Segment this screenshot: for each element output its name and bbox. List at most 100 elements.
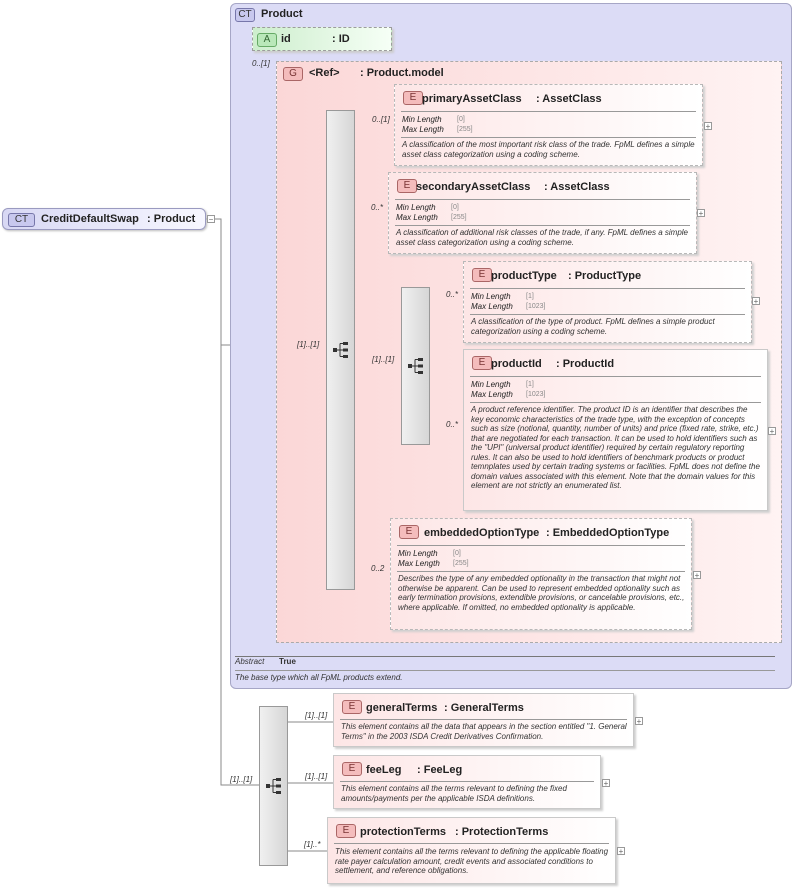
element-type: : ProtectionTerms	[455, 826, 549, 838]
element-productId[interactable]: E productId : ProductId Min Length[1] Ma…	[463, 349, 768, 511]
divider	[401, 137, 696, 138]
element-doc: A product reference identifier. The prod…	[471, 405, 760, 490]
productType-cardinality: 0..*	[446, 290, 459, 299]
group-ref: <Ref>	[309, 67, 340, 79]
divider	[395, 225, 690, 226]
element-protectionTerms[interactable]: E protectionTerms : ProtectionTerms This…	[327, 817, 616, 884]
element-secondaryAssetClass[interactable]: E secondaryAssetClass : AssetClass Min L…	[388, 172, 697, 254]
divider	[395, 199, 690, 200]
expand-generalTerms-icon[interactable]: +	[635, 717, 643, 726]
element-badge-icon: E	[342, 762, 362, 776]
divider	[334, 843, 609, 844]
group-sequence-cardinality: [1]..[1]	[297, 340, 320, 349]
complex-type-name: Product	[261, 8, 303, 20]
attribute-id[interactable]: A id : ID	[252, 27, 392, 51]
element-type: : ProductType	[568, 270, 642, 282]
element-doc: This element contains all the data that …	[341, 722, 627, 741]
outer-sequence-cardinality: [1]..[1]	[230, 775, 253, 784]
group-cardinality: 0..[1]	[252, 59, 270, 68]
element-badge-icon: E	[399, 525, 419, 539]
element-doc: This element contains all the terms rele…	[335, 847, 609, 875]
element-name: primaryAssetClass	[422, 93, 522, 105]
feeLeg-cardinality: [1]..[1]	[305, 772, 328, 781]
element-name: secondaryAssetClass	[416, 181, 531, 193]
element-type: : GeneralTerms	[444, 702, 524, 714]
root-node[interactable]: CT CreditDefaultSwap : Product	[2, 208, 206, 230]
protectionTerms-cardinality: [1]..*	[304, 840, 321, 849]
attribute-badge-icon: A	[257, 33, 277, 47]
element-badge-icon: E	[342, 700, 362, 714]
embedded-cardinality: 0..2	[371, 564, 385, 573]
element-productType[interactable]: E productType : ProductType Min Length[1…	[463, 261, 752, 343]
expand-secondary-icon[interactable]: +	[697, 209, 705, 218]
element-name: embeddedOptionType	[424, 527, 540, 539]
primary-cardinality: 0..[1]	[372, 115, 390, 124]
divider	[397, 545, 685, 546]
complex-type-badge-icon: CT	[235, 8, 255, 22]
divider	[235, 670, 775, 671]
productId-cardinality: 0..*	[446, 420, 459, 429]
outer-sequence-compositor[interactable]	[259, 706, 288, 866]
divider	[470, 402, 761, 403]
complex-type-badge-icon: CT	[8, 213, 35, 227]
element-doc: A classification of the most important r…	[402, 140, 695, 159]
choice-icon	[407, 358, 423, 374]
expand-productId-icon[interactable]: +	[768, 427, 776, 436]
expand-productType-icon[interactable]: +	[752, 297, 760, 306]
element-type: : AssetClass	[536, 93, 602, 105]
root-type: : Product	[147, 213, 196, 225]
attribute-type: : ID	[332, 33, 350, 45]
divider	[470, 288, 745, 289]
facets: Min Length[1] Max Length[1023]	[471, 292, 546, 311]
element-badge-icon: E	[336, 824, 356, 838]
complex-type-doc: The base type which all FpML products ex…	[235, 673, 403, 682]
facets: Min Length[0] Max Length[255]	[398, 549, 469, 568]
element-name: productType	[491, 270, 557, 282]
element-doc: A classification of the type of product.…	[471, 317, 715, 336]
element-type: : FeeLeg	[417, 764, 463, 776]
element-type: : EmbeddedOptionType	[546, 527, 670, 539]
element-type: : AssetClass	[544, 181, 610, 193]
collapse-root-icon[interactable]: −	[207, 215, 215, 224]
facets: Min Length[1] Max Length[1023]	[471, 380, 546, 399]
attribute-name: id	[281, 33, 291, 45]
expand-feeLeg-icon[interactable]: +	[602, 779, 610, 788]
abstract-label: Abstract	[235, 657, 265, 666]
divider	[401, 111, 696, 112]
divider	[470, 376, 761, 377]
divider	[235, 656, 775, 657]
sequence-icon	[265, 778, 281, 794]
element-badge-icon: E	[397, 179, 417, 193]
divider	[340, 781, 594, 782]
element-generalTerms[interactable]: E generalTerms : GeneralTerms This eleme…	[333, 693, 634, 747]
expand-protectionTerms-icon[interactable]: +	[617, 847, 625, 856]
sequence-icon	[332, 342, 348, 358]
element-primaryAssetClass[interactable]: E primaryAssetClass : AssetClass Min Len…	[394, 84, 703, 166]
sequence-compositor[interactable]	[326, 110, 355, 590]
element-name: feeLeg	[366, 764, 402, 776]
element-doc: A classification of additional risk clas…	[396, 228, 688, 247]
group-badge-icon: G	[283, 67, 303, 81]
element-badge-icon: E	[403, 91, 423, 105]
element-name: productId	[491, 358, 542, 370]
abstract-value: True	[279, 657, 296, 666]
element-doc: Describes the type of any embedded optio…	[398, 574, 685, 612]
choice-compositor[interactable]	[401, 287, 430, 445]
expand-embedded-icon[interactable]: +	[693, 571, 701, 580]
element-type: : ProductId	[556, 358, 615, 370]
divider	[397, 571, 685, 572]
element-badge-icon: E	[472, 356, 492, 370]
element-feeLeg[interactable]: E feeLeg : FeeLeg This element contains …	[333, 755, 601, 809]
divider	[340, 719, 627, 720]
facets: Min Length[0] Max Length[255]	[402, 115, 473, 134]
choice-cardinality: [1]..[1]	[372, 355, 395, 364]
element-embeddedOptionType[interactable]: E embeddedOptionType : EmbeddedOptionTyp…	[390, 518, 692, 630]
expand-primary-icon[interactable]: +	[704, 122, 712, 131]
element-badge-icon: E	[472, 268, 492, 282]
divider	[470, 314, 745, 315]
element-name: protectionTerms	[360, 826, 446, 838]
group-type: : Product.model	[360, 67, 444, 79]
facets: Min Length[0] Max Length[255]	[396, 203, 467, 222]
secondary-cardinality: 0..*	[371, 203, 384, 212]
element-doc: This element contains all the terms rele…	[341, 784, 567, 803]
